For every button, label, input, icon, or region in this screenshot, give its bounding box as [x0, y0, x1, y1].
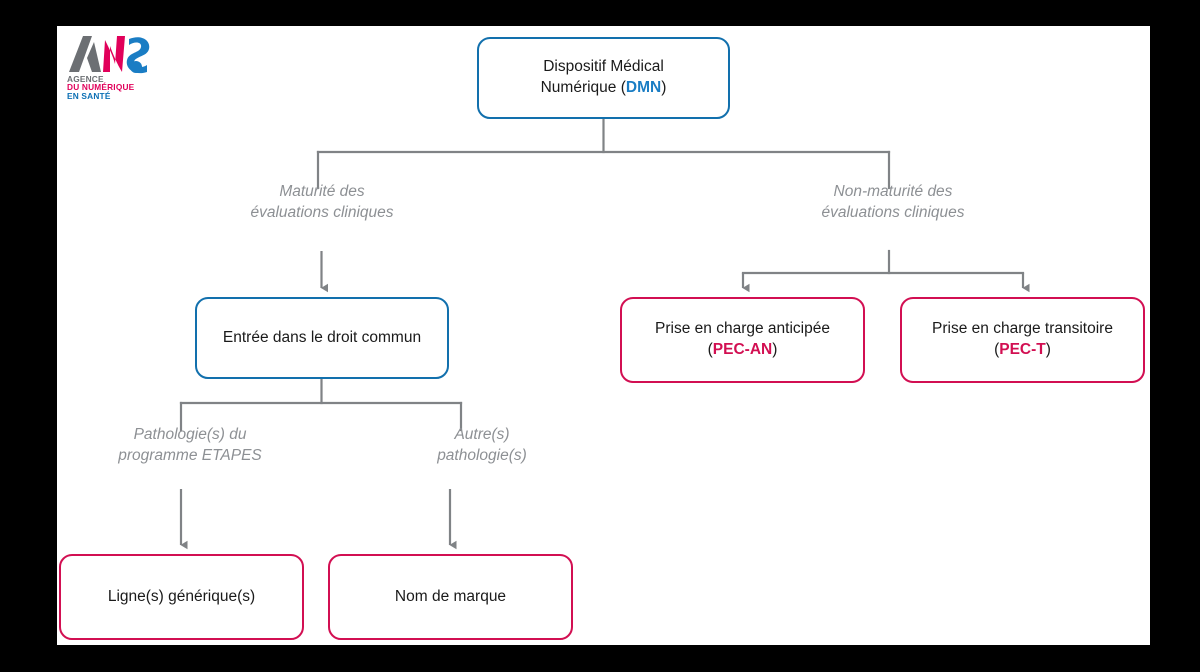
edge-label-non-maturite-line1: Non-maturité des [833, 183, 953, 200]
edge-label-maturite: Maturité des évaluations cliniques [227, 181, 417, 224]
node-pec-t-acronym: PEC-T [999, 341, 1046, 358]
node-pec-an-line2-suffix: ) [772, 341, 778, 358]
node-dmn-line1: Dispositif Médical [543, 58, 664, 76]
node-dmn-line2-suffix: ) [661, 79, 667, 96]
edge-label-pathologies-etapes: Pathologie(s) du programme ETAPES [95, 424, 285, 467]
node-pec-an-line1: Prise en charge anticipée [655, 320, 830, 338]
logo-line-du-numerique: DU NUMÉRIQUE [67, 82, 135, 93]
node-pec-an-line2-prefix: ( [707, 341, 713, 358]
edge-label-non-maturite-line2: évaluations cliniques [821, 204, 965, 222]
node-pec-t[interactable]: Prise en charge transitoire (PEC-T) [900, 297, 1145, 383]
node-pec-t-line2-suffix: ) [1045, 341, 1051, 358]
node-entree-droit-commun[interactable]: Entrée dans le droit commun [195, 297, 449, 379]
node-dmn-line2-prefix: Numérique ( [540, 79, 626, 96]
edge-label-autres-line1: Autre(s) [454, 426, 510, 443]
node-ligne-generique-label: Ligne(s) générique(s) [107, 587, 256, 605]
logo-line-agence: AGENCE [67, 74, 104, 84]
edge-label-autres-pathologies: Autre(s) pathologie(s) [397, 424, 567, 467]
node-pec-t-line2-prefix: ( [994, 341, 1000, 358]
node-pec-an[interactable]: Prise en charge anticipée (PEC-AN) [620, 297, 865, 383]
edge-label-maturite-line2: évaluations cliniques [250, 204, 394, 222]
node-pec-an-acronym: PEC-AN [712, 341, 773, 358]
edge-label-etapes-line2: programme ETAPES [118, 447, 262, 465]
node-entree-droit-commun-label: Entrée dans le droit commun [222, 328, 422, 346]
node-nom-de-marque-label: Nom de marque [394, 587, 507, 605]
logo-line-en-sante: EN SANTÉ [67, 90, 111, 101]
slide-sheet: AGENCE DU NUMÉRIQUE EN SANTÉ [57, 26, 1150, 645]
edge-label-non-maturite: Non-maturité des évaluations cliniques [793, 181, 993, 224]
node-nom-de-marque[interactable]: Nom de marque [328, 554, 573, 640]
node-ligne-generique[interactable]: Ligne(s) générique(s) [59, 554, 304, 640]
node-dmn[interactable]: Dispositif Médical Numérique (DMN) [477, 37, 730, 119]
ans-logo-wordmark: AGENCE DU NUMÉRIQUE EN SANTÉ [67, 74, 171, 101]
node-dmn-acronym: DMN [625, 79, 662, 96]
ans-logo: AGENCE DU NUMÉRIQUE EN SANTÉ [63, 34, 173, 106]
edge-label-maturite-line1: Maturité des [279, 183, 365, 200]
ans-logo-mark-icon [67, 34, 151, 74]
edge-label-etapes-line1: Pathologie(s) du [133, 426, 247, 443]
node-pec-t-line1: Prise en charge transitoire [932, 320, 1113, 338]
edge-label-autres-line2: pathologie(s) [437, 447, 527, 465]
